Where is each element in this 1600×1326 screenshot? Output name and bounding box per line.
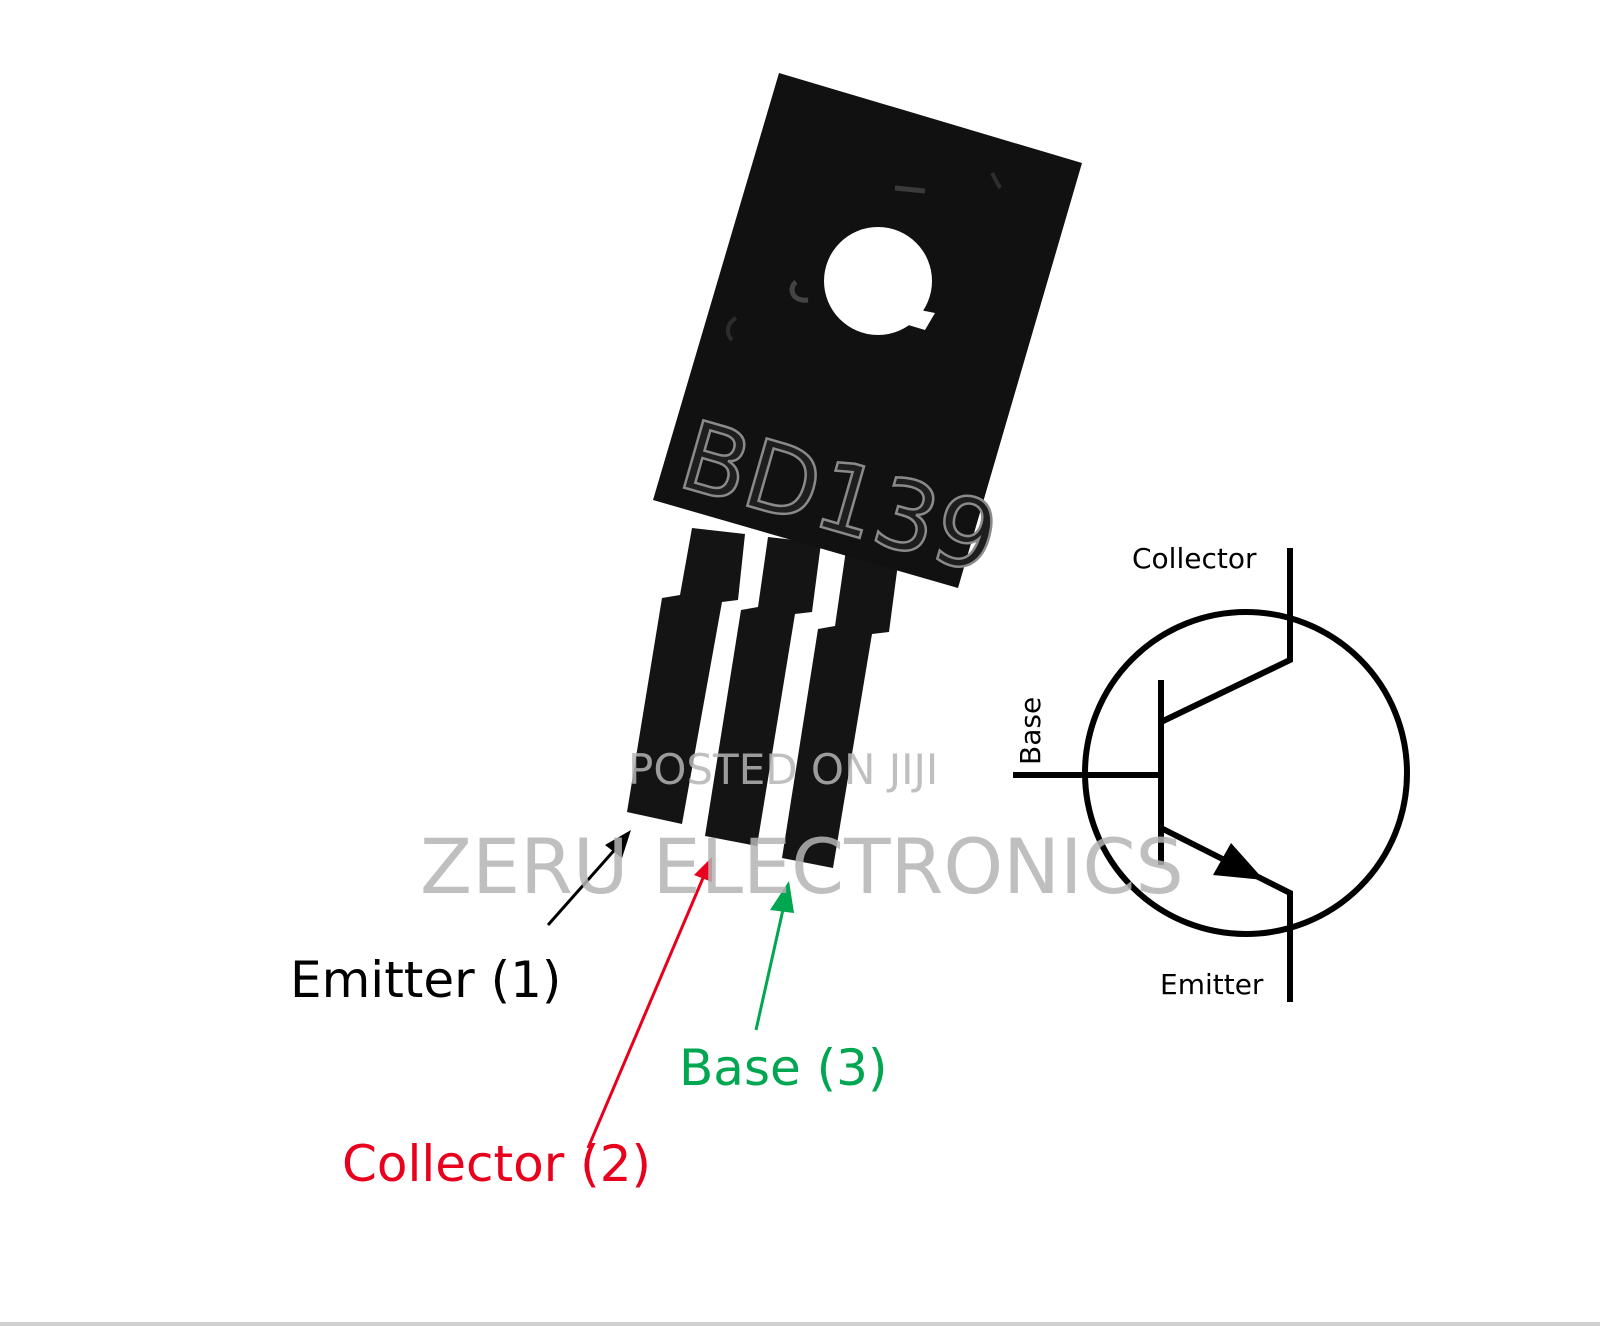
- package-body: BD139: [653, 73, 1082, 597]
- base-pin-label: Base (3): [679, 1039, 887, 1097]
- collector-arrow-line: [586, 877, 705, 1149]
- watermark: POSTED ON JIJI ZERU ELECTRONICS: [420, 745, 1184, 911]
- symbol-base-label: Base: [1014, 697, 1047, 765]
- watermark-line-2: ZERU ELECTRONICS: [420, 822, 1184, 911]
- emitter-arrowhead: [605, 830, 631, 858]
- symbol-emitter-lead: [1159, 825, 1293, 1002]
- symbol-collector-lead: [1159, 548, 1293, 725]
- base-arrow-line: [754, 904, 786, 1031]
- lead-base: [782, 550, 899, 868]
- collector-pin-label: Collector (2): [342, 1135, 651, 1193]
- emitter-callout: Emitter (1): [290, 830, 631, 1009]
- bottom-divider: [0, 1322, 1600, 1326]
- base-callout: Base (3): [679, 881, 887, 1097]
- collector-arrowhead: [694, 857, 712, 882]
- symbol-labels: Collector Emitter Base: [1014, 542, 1264, 1001]
- emitter-pin-label: Emitter (1): [290, 951, 561, 1009]
- symbol-collector-label: Collector: [1132, 542, 1257, 575]
- lead-emitter: [627, 528, 745, 824]
- base-arrowhead: [770, 881, 794, 913]
- collector-callout: Collector (2): [342, 857, 712, 1193]
- npn-transistor-symbol: [1013, 548, 1410, 1002]
- emitter-arrow-line: [546, 845, 620, 926]
- symbol-emitter-arrow: [1213, 843, 1264, 880]
- symbol-emitter-label: Emitter: [1160, 968, 1264, 1001]
- watermark-line-1: POSTED ON JIJI: [628, 745, 938, 794]
- lead-collector: [705, 537, 821, 846]
